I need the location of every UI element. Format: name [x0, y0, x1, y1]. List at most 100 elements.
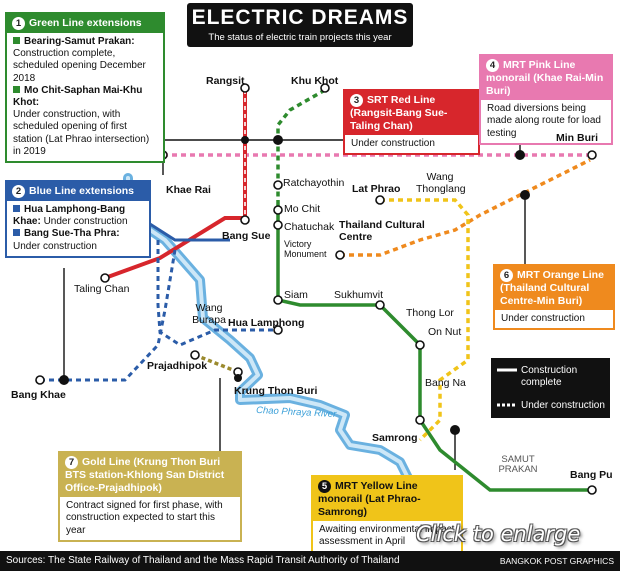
station-bang-sue: [240, 215, 250, 225]
number-badge: 3: [350, 94, 363, 107]
blue-item2-text: Under construction: [13, 240, 97, 252]
number-badge: 6: [500, 269, 513, 282]
gold-line: [194, 353, 239, 374]
number-badge: 2: [12, 185, 25, 198]
number-badge: 7: [65, 456, 78, 469]
label-krung-thon-buri: Krung Thon Buri: [234, 385, 318, 397]
solid-line-icon: [497, 368, 517, 372]
blue-line-under-1: [156, 240, 278, 347]
label-thong-lor: Thong Lor: [406, 307, 454, 319]
orange-line-body: Under construction: [501, 313, 585, 325]
station-taling-chan: [100, 273, 110, 283]
pink-line-body: Road diversions being made along route f…: [487, 103, 601, 139]
sources-text: Sources: The State Railway of Thailand a…: [6, 555, 400, 566]
page-title: ELECTRIC DREAMS: [191, 6, 409, 29]
station-bang-khae: [35, 375, 45, 385]
blue-line-under-2: [40, 249, 177, 382]
station-thailand-cultural: [335, 250, 345, 260]
blue-line-box: 2 Blue Line extensions Hua Lamphong-Bang …: [5, 180, 151, 258]
label-hua-lamphong: Hua Lamphong: [228, 317, 305, 329]
bullet-icon: [13, 37, 20, 44]
station-siam: [273, 295, 283, 305]
label-bang-pu: Bang Pu: [570, 469, 613, 481]
green-line-under: [276, 88, 326, 200]
green-item2-title: Mo Chit-Saphan Mai-Khu Khot:: [13, 84, 143, 108]
blue-header-text: Blue Line extensions: [29, 185, 135, 197]
blue-item1-title: Hua Lamphong-Bang Khae:: [13, 204, 126, 228]
click-to-enlarge-button[interactable]: Click to enlarge: [416, 522, 581, 546]
label-wang-thonglang: Wang Thonglang: [416, 171, 466, 195]
green-item2-text: Under construction, with scheduled openi…: [13, 109, 150, 157]
green-line-body: Bearing-Samut Prakan: Construction compl…: [7, 33, 163, 161]
number-badge: 4: [486, 59, 499, 72]
label-samut-prakan: SAMUT PRAKAN: [498, 454, 538, 476]
label-siam: Siam: [284, 289, 308, 301]
gold-header-text: Gold Line (Krung Thon Buri BTS station-K…: [65, 456, 225, 494]
station-khu-khot: [320, 83, 330, 93]
label-victory-monument: Victory Monument: [284, 239, 327, 259]
legend-complete: Construction complete: [497, 365, 601, 389]
title-block: ELECTRIC DREAMS The status of electric t…: [187, 3, 413, 47]
bullet-icon: [13, 85, 20, 93]
legend-under-label: Under construction: [521, 400, 605, 411]
label-taling-chan: Taling Chan: [74, 283, 130, 295]
station-min-buri: [587, 150, 597, 160]
dashed-line-icon: [497, 403, 517, 407]
blue-item2-title: Bang Sue-Tha Phra:: [24, 228, 120, 240]
station-rangsit: [240, 83, 250, 93]
orange-header-text: MRT Orange Line (Thailand Cultural Centr…: [500, 269, 604, 307]
label-wang-burapa: Wang Burapa: [192, 302, 226, 326]
label-chatuchak: Chatuchak: [284, 221, 335, 233]
map-legend: Construction complete Under construction: [491, 358, 610, 418]
yellow-header-text: MRT Yellow Line monorail (Lat Phrao-Samr…: [318, 480, 421, 518]
green-header-text: Green Line extensions: [29, 17, 142, 29]
label-khu-khot: Khu Khot: [291, 75, 339, 87]
blue-item1-text: Under construction: [43, 216, 128, 228]
label-mo-chit: Mo Chit: [284, 203, 321, 215]
green-item1-title: Bearing-Samut Prakan:: [24, 36, 135, 47]
label-prajadhipok: Prajadhipok: [147, 360, 208, 372]
station-samrong: [415, 415, 425, 425]
station-on-nut: [415, 340, 425, 350]
credit-text: BANGKOK POST GRAPHICS: [499, 556, 614, 566]
label-lat-phrao: Lat Phrao: [352, 183, 401, 195]
label-samrong: Samrong: [372, 432, 418, 444]
junction-dots: [59, 135, 530, 435]
red-line-body: Under construction: [351, 138, 435, 150]
bullet-icon: [13, 205, 20, 212]
page-subtitle: The status of electric train projects th…: [208, 32, 392, 43]
label-bang-sue: Bang Sue: [222, 230, 271, 242]
label-rangsit: Rangsit: [206, 75, 245, 87]
station-ratchayothin: [273, 180, 283, 190]
label-on-nut: On Nut: [428, 326, 462, 338]
label-ratchayothin: Ratchayothin: [283, 177, 345, 189]
blue-line-body: Hua Lamphong-Bang Khae: Under constructi…: [7, 201, 149, 256]
legend-under: Under construction: [497, 400, 605, 412]
red-header-text: SRT Red Line (Rangsit-Bang Sue-Taling Ch…: [350, 94, 448, 132]
legend-complete-label: Construction complete: [521, 365, 578, 388]
station-mo-chit: [273, 205, 283, 215]
label-min-buri: Min Buri: [556, 132, 598, 144]
yellow-line: [380, 198, 470, 442]
number-badge: 5: [318, 480, 331, 493]
pink-header-text: MRT Pink Line monorail (Khae Rai-Min Bur…: [486, 59, 604, 97]
station-sukhumvit: [375, 300, 385, 310]
station-chatuchak: [273, 220, 283, 230]
label-khae-rai: Khae Rai: [166, 184, 211, 196]
station-lat-phrao: [375, 195, 385, 205]
stations: [35, 83, 597, 495]
label-sukhumvit: Sukhumvit: [334, 289, 384, 301]
label-thailand-cultural: Thailand Cultural Centre: [339, 219, 425, 243]
